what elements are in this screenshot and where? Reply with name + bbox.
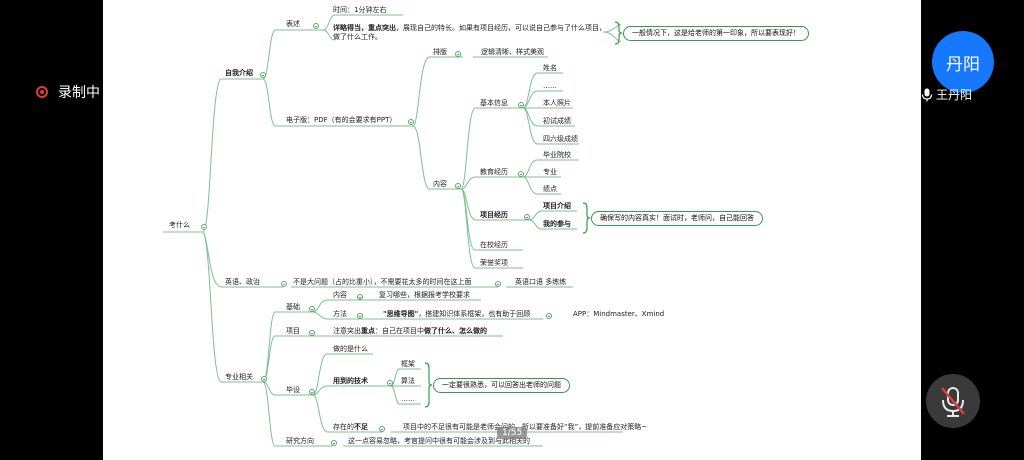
collapse-icon[interactable]: [281, 281, 287, 287]
record-icon: [36, 86, 48, 98]
node-time: 时间：1分钟左右: [333, 6, 387, 14]
callout-familiar: 一定要很熟悉，可以回答出老师的问题: [433, 378, 570, 393]
node-education: 教育经历: [480, 168, 508, 176]
node-research-desc: 这一点容易忽略，考官提问中很有可能会涉及到与此相关的: [348, 437, 530, 445]
collapse-icon[interactable]: [261, 376, 267, 382]
page-indicator: 1/55: [497, 427, 528, 439]
edu-item: 专业: [543, 168, 557, 176]
node-project-desc: 注意突出重点：自己在项目中做了什么、怎么做的: [333, 327, 487, 336]
project-item: 我的参与: [543, 220, 571, 228]
mute-toggle-button[interactable]: [926, 374, 980, 428]
node-basics-content-desc: 复习哪些，根据报考学校要求: [379, 291, 470, 299]
avatar[interactable]: 丹阳: [932, 31, 994, 93]
collapse-icon[interactable]: [201, 224, 207, 230]
node-project: 项目: [286, 327, 300, 335]
tech-item: 算法: [401, 377, 415, 385]
node-english-politics: 英语、政治: [225, 278, 260, 286]
tech-item: ……: [401, 395, 415, 403]
node-not-major: 不是大问题（占的比重小），不需要花太多的时间在这上面: [293, 278, 472, 286]
collapse-icon[interactable]: [495, 281, 501, 287]
project-desc-key: 重点: [361, 327, 375, 335]
node-shortcoming: 存在的不足: [333, 423, 368, 432]
tech-item: 框架: [401, 360, 415, 368]
shortcoming-pre: 存在的: [333, 423, 354, 431]
recording-indicator: 录制中: [36, 82, 100, 102]
basic-item: 姓名: [543, 64, 557, 72]
collapse-icon[interactable]: [387, 380, 393, 386]
edu-item: 毕业院校: [543, 151, 571, 159]
mic-muted-icon: [941, 387, 965, 417]
project-desc-key2: 做了什么、怎么做的: [424, 327, 487, 335]
collapse-icon[interactable]: [546, 313, 552, 319]
node-layout-desc: 逻辑清晰、样式美观: [481, 48, 544, 56]
basic-item: 本人照片: [543, 99, 571, 107]
node-self-intro: 自我介绍: [225, 69, 253, 77]
collapse-icon[interactable]: [379, 426, 385, 432]
shortcoming-key: 不足: [354, 423, 368, 431]
node-technology: 用到的技术: [333, 377, 368, 385]
collapse-icon[interactable]: [518, 102, 524, 108]
collapse-icon[interactable]: [455, 183, 461, 189]
recording-label: 录制中: [58, 85, 100, 101]
node-basics-content: 内容: [333, 291, 347, 299]
callout-first-impression: 一般情况下，这是给老师的第一印象，所以要表现好！: [623, 26, 809, 41]
node-graduation-project: 毕设: [286, 386, 300, 394]
node-basic-info: 基本信息: [480, 99, 508, 107]
shared-screen-slide: 考什么 自我介绍 表述 时间：1分钟左右 详略得当，重点突出，展现自己的特长。如…: [103, 0, 921, 460]
collapse-icon[interactable]: [309, 306, 315, 312]
node-research-direction: 研究方向: [286, 437, 314, 445]
edu-item: 绩点: [543, 185, 557, 193]
collapse-icon[interactable]: [309, 389, 315, 395]
node-project-exp: 项目经历: [480, 211, 508, 219]
collapse-icon[interactable]: [313, 23, 319, 29]
node-basics: 基础: [286, 303, 300, 311]
collapse-icon[interactable]: [331, 440, 337, 446]
callout-truthful: 确保写的内容真实！面试时，老师问，自己能回答: [591, 211, 763, 226]
detail-emphasis: 详略得当，重点突出: [333, 24, 396, 32]
collapse-icon[interactable]: [357, 313, 363, 319]
mic-icon: [921, 88, 933, 101]
mindmap-term: "思维导图": [383, 310, 419, 318]
project-desc-mid: ：自己在项目中: [375, 327, 424, 335]
node-major: 专业相关: [225, 373, 253, 381]
root-node: 考什么: [169, 221, 190, 229]
detail-rest: ，展现自己的特长。如果有项目经历，可以说自己参与了什么项目，做了什么工作。: [333, 24, 606, 41]
node-detail: 详略得当，重点突出，展现自己的特长。如果有项目经历，可以说自己参与了什么项目，做…: [333, 24, 608, 42]
node-content: 内容: [433, 180, 447, 188]
node-electronic: 电子版：PDF（有的会要求有PPT）: [286, 116, 397, 124]
collapse-icon[interactable]: [260, 72, 266, 78]
basic-item: ……: [543, 82, 557, 90]
node-campus: 在校经历: [480, 241, 508, 249]
participant-name-label: 王丹阳: [936, 88, 973, 102]
node-layout: 排版: [433, 48, 447, 56]
node-oral-english: 英语口语 多练练: [515, 278, 567, 286]
project-desc-pre: 注意突出: [333, 327, 361, 335]
basic-item: 四六级成绩: [543, 135, 578, 143]
basic-item: 初试成绩: [543, 117, 571, 125]
collapse-icon[interactable]: [455, 51, 461, 57]
project-item: 项目介绍: [543, 202, 571, 210]
participant-name: 王丹阳: [921, 86, 972, 103]
collapse-icon[interactable]: [524, 214, 530, 220]
collapse-icon[interactable]: [408, 119, 414, 125]
node-honors: 荣誉奖项: [480, 259, 508, 267]
collapse-icon[interactable]: [357, 294, 363, 300]
node-method-desc: "思维导图"，搭建知识体系框架，也有助于回顾: [383, 310, 530, 319]
method-rest: ，搭建知识体系框架，也有助于回顾: [418, 310, 531, 318]
collapse-icon[interactable]: [518, 171, 524, 177]
avatar-text: 丹阳: [946, 54, 980, 75]
node-basics-method: 方法: [333, 310, 347, 318]
collapse-icon[interactable]: [309, 330, 315, 336]
node-what-it-is: 做的是什么: [333, 345, 368, 353]
node-expression: 表述: [286, 20, 300, 28]
node-app: APP：Mindmaster、Xmind: [573, 310, 665, 318]
